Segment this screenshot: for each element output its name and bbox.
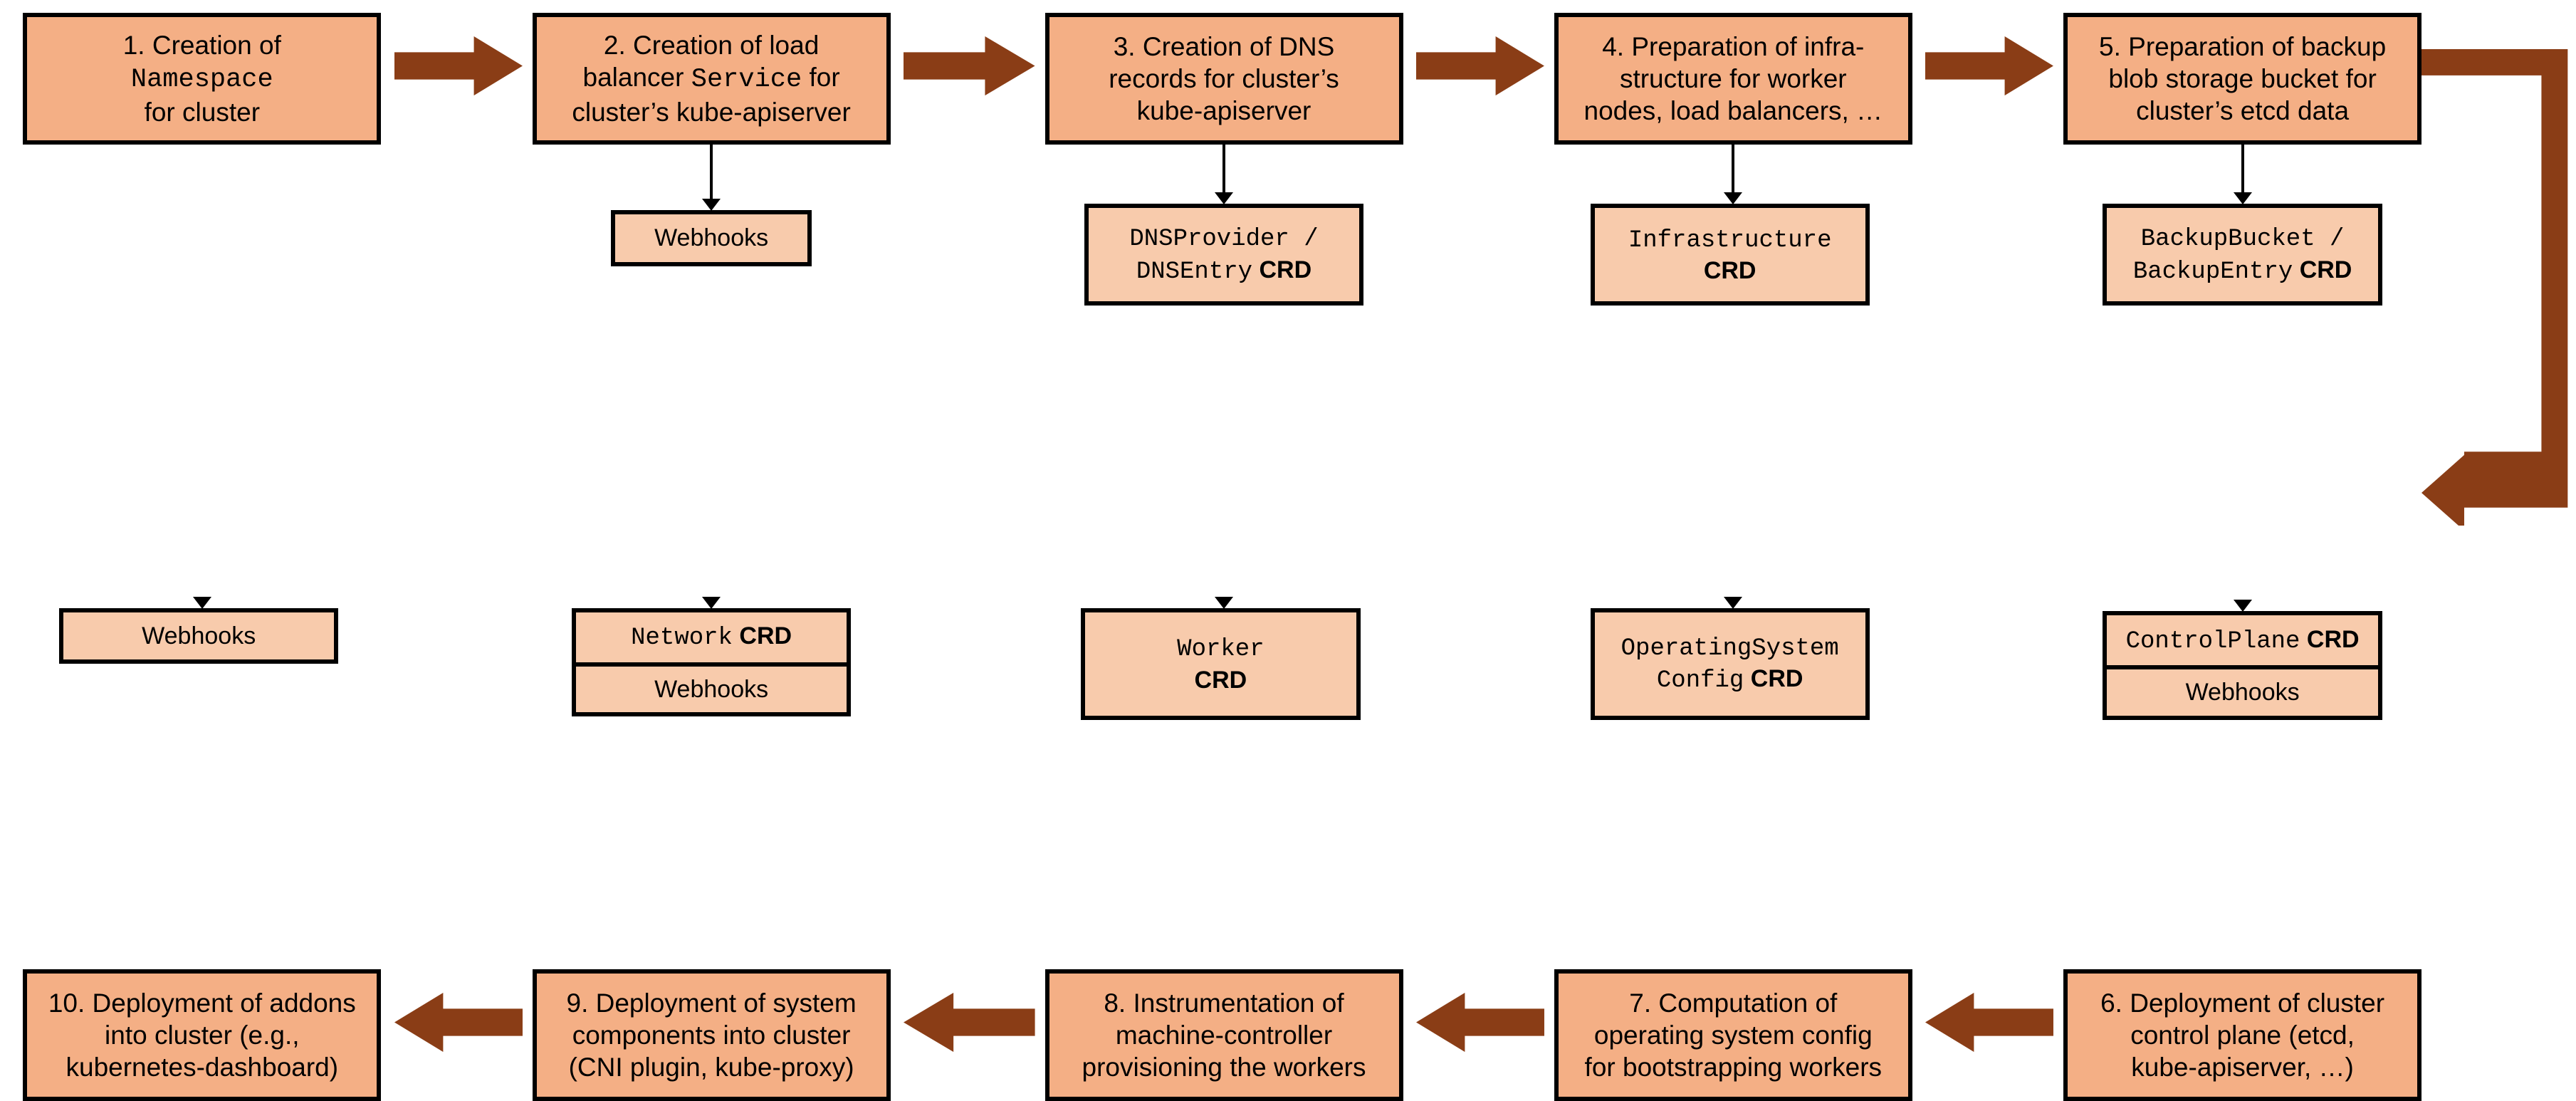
arrow-step4-to-step5: [1925, 36, 2054, 95]
step-box-4[interactable]: 4. Preparation of infra-structure for wo…: [1554, 13, 1912, 145]
artifact-stack-2: Webhooks: [611, 210, 812, 266]
arrow-step6-to-step7: [1925, 992, 2054, 1052]
artifact-label: Webhooks: [654, 224, 769, 252]
artifact-label: DNSProvider /DNSEntry CRD: [1129, 226, 1319, 286]
connector-arrowhead-icon: [1215, 192, 1233, 204]
connector-arrowhead-icon: [702, 596, 721, 609]
artifact-cell[interactable]: Webhooks: [63, 612, 335, 660]
artifact-cell[interactable]: Webhooks: [615, 214, 807, 262]
arrow-step9-to-step10: [394, 992, 523, 1052]
connector-arrowhead-icon: [702, 199, 721, 212]
arrow-step3-to-step4: [1415, 36, 1544, 95]
connector-arrowhead-icon: [1215, 596, 1233, 609]
artifact-stack-10: Webhooks: [59, 607, 339, 664]
connector-line: [1222, 145, 1225, 197]
artifact-cell[interactable]: Network CRD: [575, 612, 847, 662]
artifact-cell[interactable]: ControlPlane CRD: [2107, 615, 2378, 666]
artifact-cell[interactable]: DNSProvider /DNSEntry CRD: [1088, 208, 1360, 302]
connector-arrowhead-icon: [1724, 192, 1743, 204]
connector-line: [1732, 145, 1735, 197]
artifact-label: Webhooks: [654, 675, 769, 703]
artifact-cell[interactable]: BackupBucket /BackupEntry CRD: [2107, 208, 2378, 302]
artifact-cell[interactable]: Webhooks: [2107, 665, 2378, 716]
connector-arrowhead-icon: [1724, 596, 1743, 609]
artifact-stack-5: BackupBucket /BackupEntry CRD: [2103, 204, 2382, 306]
step-label: 4. Preparation of infra-structure for wo…: [1583, 32, 1883, 126]
arrow-step2-to-step3: [904, 36, 1035, 95]
arrow-step1-to-step2: [394, 36, 523, 95]
connector-arrowhead-icon: [2233, 192, 2252, 204]
artifact-cell[interactable]: Webhooks: [575, 662, 847, 713]
artifact-stack-9: Network CRD Webhooks: [571, 607, 852, 717]
connector-arrowhead-icon: [2233, 600, 2252, 612]
connector-line: [2241, 145, 2244, 197]
artifact-stack-6: ControlPlane CRD Webhooks: [2103, 611, 2382, 720]
artifact-label: Webhooks: [142, 622, 256, 649]
connector-arrowhead-icon: [192, 596, 211, 609]
arrow-step7-to-step8: [1415, 992, 1544, 1052]
artifact-label: Network CRD: [631, 622, 792, 652]
arrow-step5-to-step6: [2421, 49, 2576, 531]
connector-line: [710, 145, 713, 204]
artifact-label: ControlPlane CRD: [2125, 625, 2360, 655]
artifact-stack-3: DNSProvider /DNSEntry CRD: [1084, 204, 1364, 306]
artifact-label: BackupBucket /BackupEntry CRD: [2132, 226, 2352, 286]
artifact-label: Webhooks: [2185, 679, 2300, 706]
arrow-step8-to-step9: [904, 992, 1035, 1052]
